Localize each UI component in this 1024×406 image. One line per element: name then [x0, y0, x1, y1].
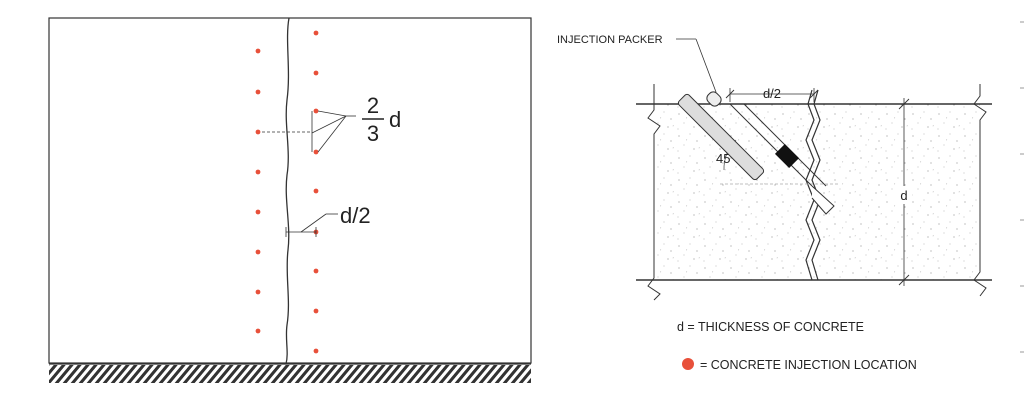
- injection-point: [313, 348, 319, 354]
- injection-point: [255, 209, 261, 215]
- injection-points-right: [313, 30, 319, 354]
- packer-label: INJECTION PACKER: [557, 34, 663, 46]
- fraction-denominator: 3: [367, 121, 379, 146]
- wall-elevation: 2 3 d d/2: [48, 17, 532, 383]
- thickness-note: d = THICKNESS OF CONCRETE: [677, 320, 864, 334]
- injection-packer: [677, 91, 800, 181]
- injection-point: [313, 308, 319, 314]
- offset-callout: d/2: [285, 203, 371, 237]
- legend: d = THICKNESS OF CONCRETE = CONCRETE INJ…: [677, 320, 917, 372]
- injection-point: [313, 70, 319, 76]
- injection-point: [255, 328, 261, 334]
- injection-point: [313, 268, 319, 274]
- injection-point: [255, 48, 261, 54]
- injection-point: [313, 188, 319, 194]
- injection-point: [255, 249, 261, 255]
- depth-label: d: [900, 188, 907, 203]
- spacing-callout: 2 3 d: [262, 93, 401, 153]
- injection-point: [255, 129, 261, 135]
- injection-point: [313, 30, 319, 36]
- offset-label: d/2: [340, 203, 371, 228]
- injection-point: [313, 108, 319, 114]
- half-depth-dimension: d/2: [725, 86, 819, 102]
- crack-line: [285, 17, 290, 365]
- injection-points-left: [255, 48, 261, 334]
- fraction-numerator: 2: [367, 93, 379, 118]
- slab-section: d d/2 45° INJECTION PACKER: [557, 34, 992, 301]
- injection-legend-dot: [682, 358, 694, 370]
- half-depth-label: d/2: [763, 86, 781, 101]
- ground-hatch: [49, 365, 531, 383]
- injection-note: = CONCRETE INJECTION LOCATION: [700, 358, 917, 372]
- injection-point: [255, 169, 261, 175]
- injection-point: [255, 89, 261, 95]
- depth-dimension: d: [896, 98, 912, 286]
- injection-point: [255, 289, 261, 295]
- fraction-variable: d: [389, 107, 401, 132]
- wall-face: [48, 17, 532, 364]
- injection-point: [313, 149, 319, 155]
